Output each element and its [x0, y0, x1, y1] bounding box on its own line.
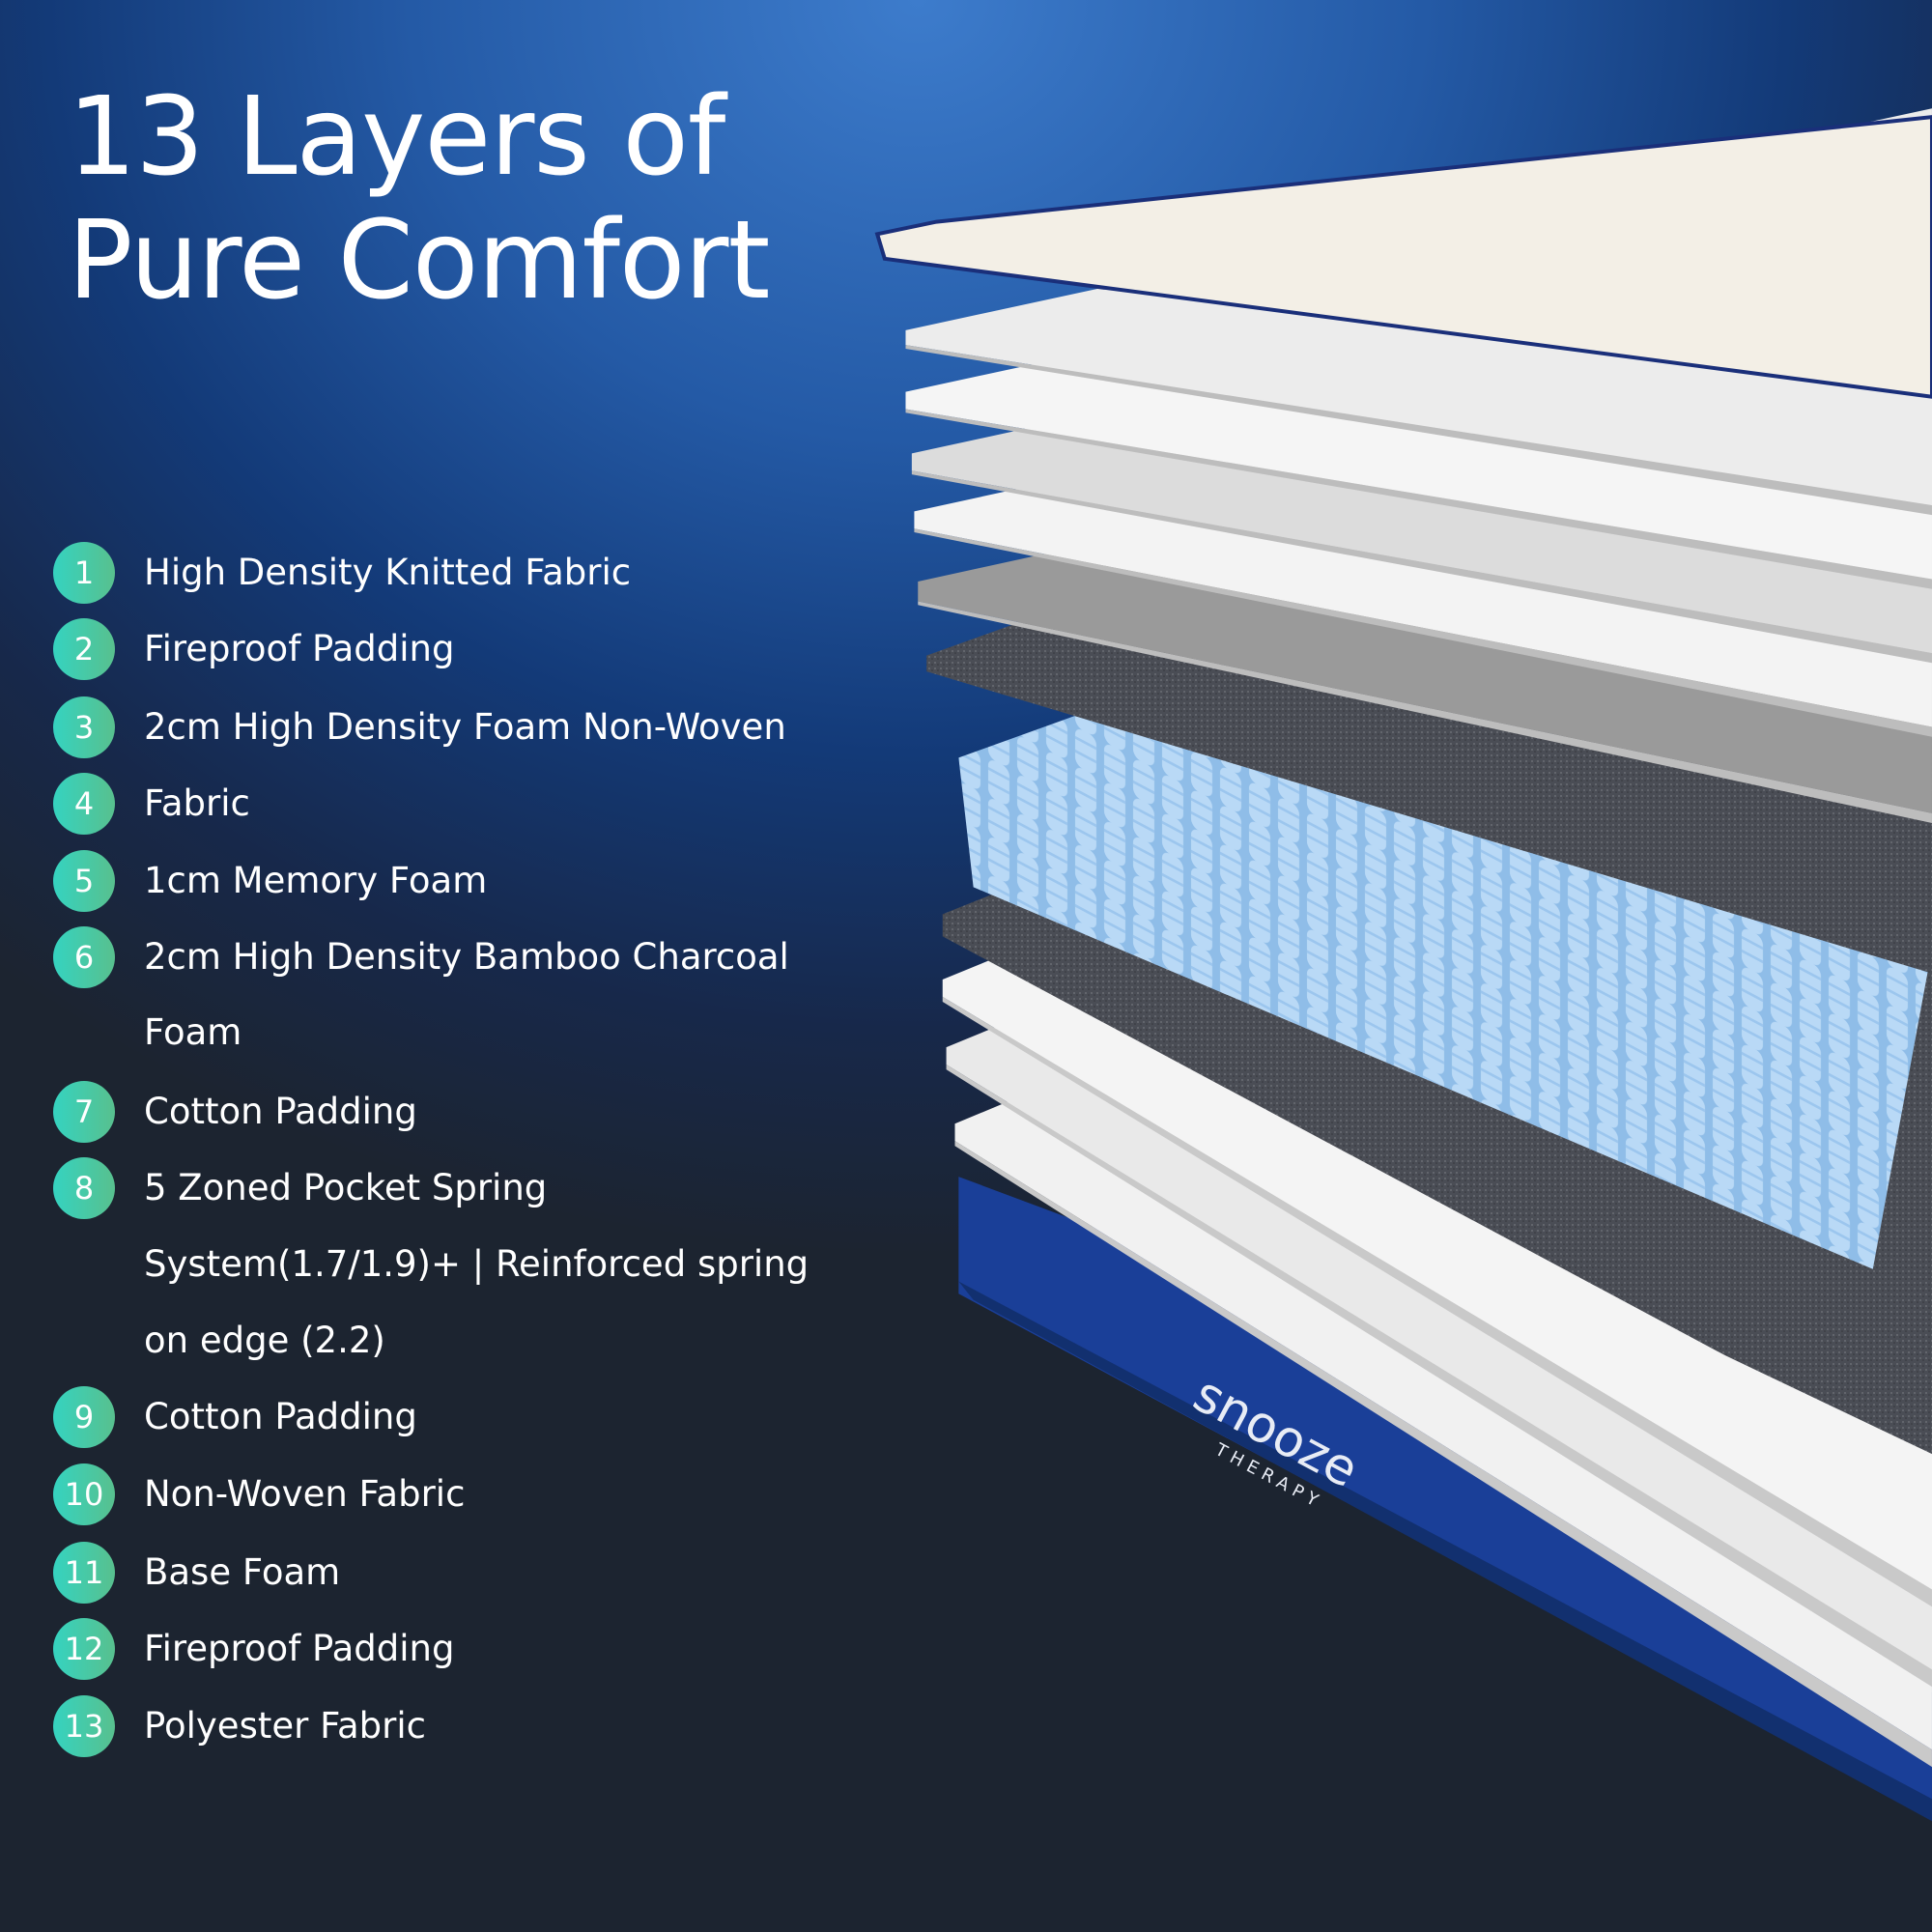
layer-item: 7 Cotton Padding — [53, 1080, 417, 1143]
layer-label: High Density Knitted Fabric — [144, 552, 632, 594]
layer-number-badge: 3 — [53, 696, 115, 758]
layer-label: Cotton Padding — [144, 1395, 417, 1437]
layer-label: Fireproof Padding — [144, 628, 455, 670]
layer-item: 6 2cm High Density Bamboo Charcoal — [53, 926, 789, 989]
foam-sheet-edge — [946, 1065, 1932, 1688]
layer-number-badge: 12 — [53, 1617, 115, 1680]
title-line-2: Pure Comfort — [68, 198, 770, 324]
layer-item: 2 Fireproof Padding — [53, 618, 455, 681]
layer-number-badge: 8 — [53, 1156, 115, 1219]
layer-item: 12 Fireproof Padding — [53, 1617, 455, 1680]
foam-sheet-edge — [918, 601, 1932, 824]
foam-sheet-edge — [942, 996, 1932, 1607]
layer-number-badge: 7 — [53, 1080, 115, 1143]
layer-label-continued: on edge (2.2) — [144, 1319, 385, 1361]
layer-label: 2cm High Density Foam Non-Woven — [144, 705, 786, 748]
layer-number-badge: 11 — [53, 1541, 115, 1604]
page-title: 13 Layers of Pure Comfort — [68, 74, 770, 324]
layer-label: 2cm High Density Bamboo Charcoal — [144, 936, 789, 979]
foam-sheet-edge — [914, 528, 1932, 737]
layer-label: 5 Zoned Pocket Spring — [144, 1166, 548, 1208]
layer-label-continued: System(1.7/1.9)+ | Reinforced spring — [144, 1242, 810, 1285]
foam-sheet-edge — [905, 345, 1932, 516]
base-bottom-edge — [958, 1281, 1932, 1822]
layer-number-badge: 5 — [53, 849, 115, 912]
layer-number-badge: 2 — [53, 618, 115, 681]
base-fabric-layer — [958, 1177, 1932, 1818]
layer-label: Base Foam — [144, 1550, 341, 1593]
layer-list: 1 High Density Knitted Fabric 2 Fireproof… — [0, 0, 869, 1932]
layer-label: Polyester Fabric — [144, 1704, 426, 1747]
foam-sheet-edge — [954, 1141, 1932, 1768]
layer-number-badge: 9 — [53, 1385, 115, 1448]
layer-item: 13 Polyester Fabric — [53, 1694, 426, 1757]
foam-sheet-edge — [911, 470, 1932, 664]
layer-number-badge: 6 — [53, 926, 115, 989]
layer-item: 5 1cm Memory Foam — [53, 849, 487, 912]
layer-item: 9 Cotton Padding — [53, 1385, 417, 1448]
layer-label: 1cm Memory Foam — [144, 859, 488, 901]
layer-label-continued: Foam — [144, 1010, 242, 1053]
layer-number-badge: 13 — [53, 1694, 115, 1757]
layer-label: Cotton Padding — [144, 1090, 417, 1132]
layer-number-badge: 4 — [53, 772, 115, 835]
layer-item: 11 Base Foam — [53, 1541, 340, 1604]
layer-item: 8 5 Zoned Pocket Spring — [53, 1156, 547, 1219]
layer-label: Non-Woven Fabric — [144, 1473, 466, 1516]
layer-item: 4 Fabric — [53, 772, 250, 835]
layer-item: 1 High Density Knitted Fabric — [53, 542, 631, 605]
layer-label: Fabric — [144, 781, 250, 824]
layer-number-badge: 10 — [53, 1463, 115, 1526]
layer-number-badge: 1 — [53, 542, 115, 605]
layer-item: 3 2cm High Density Foam Non-Woven — [53, 696, 786, 758]
foam-sheet-edge — [905, 409, 1932, 589]
title-line-1: 13 Layers of — [68, 74, 725, 200]
layer-item: 10 Non-Woven Fabric — [53, 1463, 465, 1526]
layer-label: Fireproof Padding — [144, 1627, 455, 1669]
